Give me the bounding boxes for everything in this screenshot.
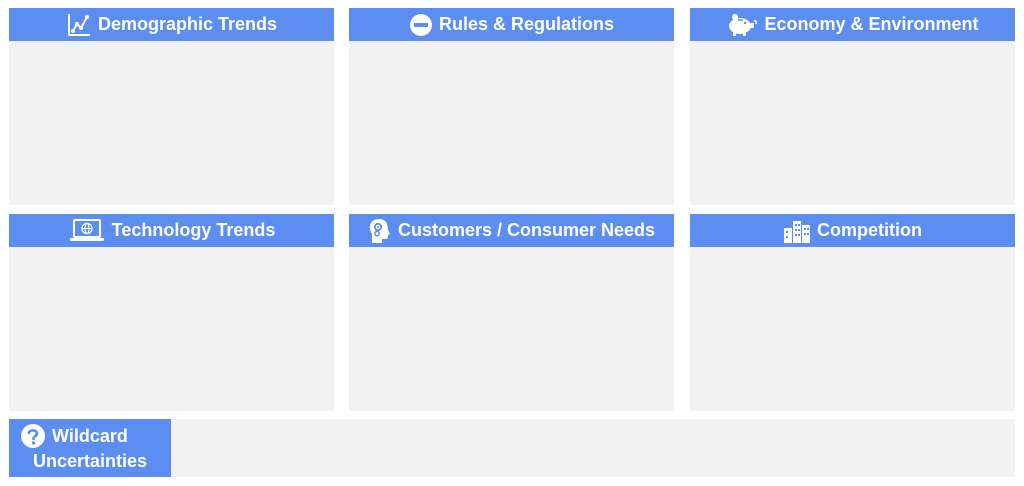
city-buildings-icon — [783, 218, 811, 244]
panel-header: Customers / Consumer Needs — [349, 214, 674, 247]
panel-title: Competition — [817, 220, 922, 240]
panel-title-line-1: Wildcard — [52, 426, 128, 446]
panel-title-line-2: Uncertainties — [33, 451, 148, 471]
panel-title: Customers / Consumer Needs — [397, 220, 656, 240]
panel-title: Demographic Trends — [97, 14, 278, 34]
panel-header: Demographic Trends — [9, 8, 334, 41]
laptop-globe-icon — [68, 218, 106, 244]
panel-header: Competition — [690, 214, 1015, 247]
panel-content-area[interactable] — [171, 419, 1015, 477]
question-circle-icon — [20, 423, 46, 454]
panel-wildcard-uncertainties: Wildcard Uncertainties — [9, 419, 1015, 477]
panel-technology-trends: Technology Trends — [9, 214, 334, 411]
line-chart-icon — [66, 12, 92, 38]
piggy-bank-icon — [726, 12, 758, 38]
panel-title: Economy & Environment — [764, 14, 979, 34]
panel-economy-environment: Economy & Environment — [690, 8, 1015, 205]
panel-customers-consumer-needs: Customers / Consumer Needs — [349, 214, 674, 411]
panel-title: Technology Trends — [111, 220, 276, 240]
no-entry-icon — [409, 13, 433, 37]
panel-title: Rules & Regulations — [438, 14, 615, 34]
panel-competition: Competition — [690, 214, 1015, 411]
panel-header: Economy & Environment — [690, 8, 1015, 41]
panel-header: Rules & Regulations — [349, 8, 674, 41]
panel-rules-regulations: Rules & Regulations — [349, 8, 674, 205]
panel-content-area[interactable] — [690, 247, 1015, 411]
panel-content-area[interactable] — [9, 247, 334, 411]
panel-header: Technology Trends — [9, 214, 334, 247]
panel-content-area[interactable] — [349, 247, 674, 411]
panel-header: Wildcard Uncertainties — [9, 419, 171, 477]
panel-content-area[interactable] — [349, 41, 674, 205]
panel-content-area[interactable] — [9, 41, 334, 205]
head-gears-icon — [368, 218, 392, 244]
panel-demographic-trends: Demographic Trends — [9, 8, 334, 205]
panel-content-area[interactable] — [690, 41, 1015, 205]
